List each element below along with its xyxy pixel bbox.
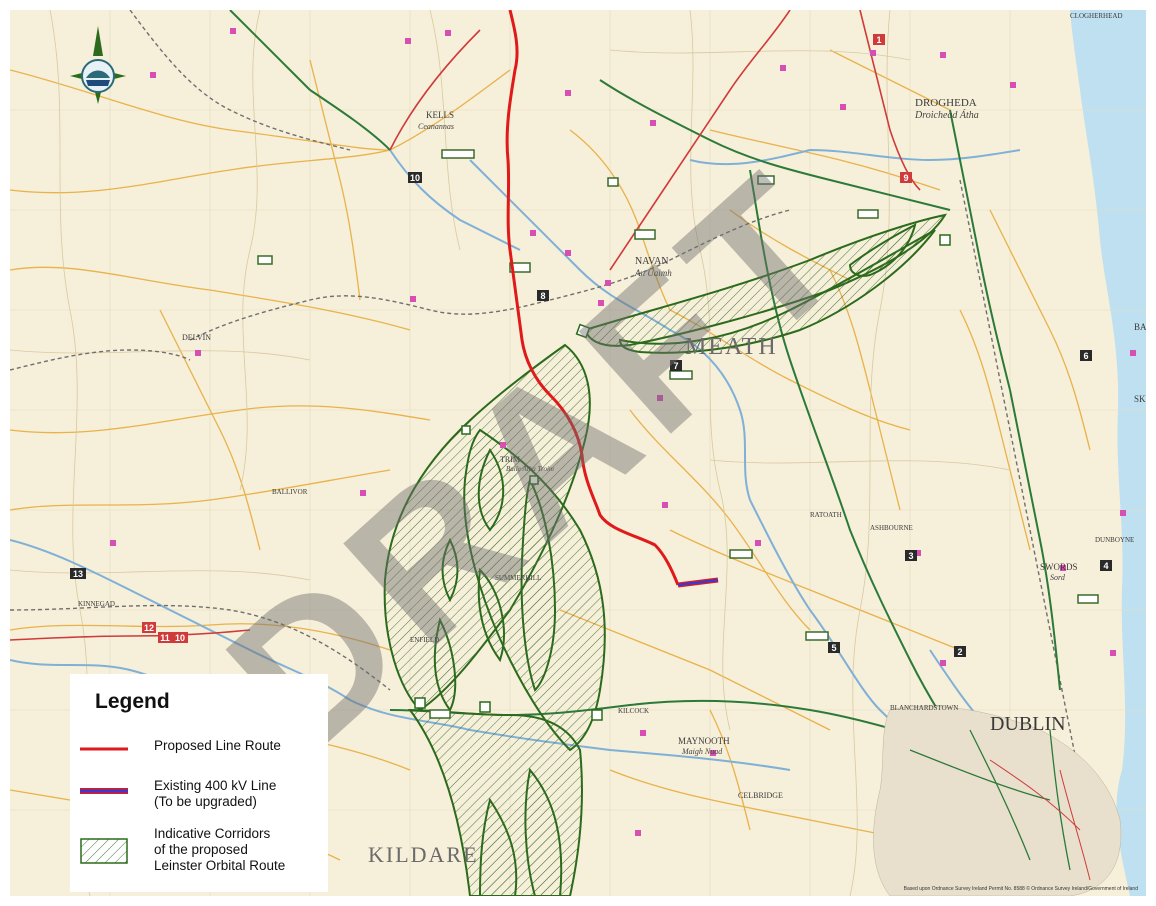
copyright-notice: Based upon Ordnance Survey Ireland Permi…: [903, 886, 1138, 892]
town-label-kilcock: KILCOCK: [618, 707, 649, 715]
legend-label-line: of the proposed: [154, 842, 248, 857]
existing-400kv-line: [677, 578, 719, 587]
town-label-kells-irish: Ceanannas: [418, 122, 454, 131]
town-label-celbridge: CELBRIDGE: [738, 791, 783, 800]
town-label-ashbourne: ASHBOURNE: [870, 524, 913, 532]
map-view[interactable]: 10 9 8 3 4 2 5 6 7 13 12 11 10 1 DROGHED…: [10, 10, 1146, 896]
town-label-swords: SWORDS: [1040, 562, 1078, 572]
substation-markers: [257, 149, 1099, 719]
town-label-navan: NAVAN: [635, 256, 669, 267]
county-label-meath: MEATH: [685, 334, 778, 360]
town-label-navan-irish: An Uaimh: [634, 268, 672, 278]
town-label-ratoath: RATOATH: [810, 511, 842, 519]
legend-label-line: Leinster Orbital Route: [154, 858, 286, 873]
dublin-urban-area: [873, 705, 1122, 896]
proposed-line-route: [505, 10, 680, 586]
town-label-dunboyne: DUNBOYNE: [1095, 536, 1134, 544]
compass-rose-icon: [70, 26, 126, 104]
legend-label-line: Existing 400 kV Line: [154, 778, 277, 793]
town-label-dublin: DUBLIN: [990, 713, 1066, 735]
route-shield-label: 12: [144, 623, 154, 633]
map-legend: Legend Proposed Line Route Existing 400 …: [70, 674, 328, 892]
route-shields: 10 9 8 3 4 2 5 6 7 13 12 11 10 1: [70, 34, 1112, 657]
corridor-leinster-orbital: [383, 213, 948, 896]
route-shield-label: 3: [908, 551, 913, 561]
town-label-trim: TRIM: [500, 455, 520, 464]
town-label-trim-irish: Baile Átha Troim: [506, 465, 554, 473]
town-label-ballivor: BALLIVOR: [272, 488, 308, 496]
legend-item-proposed-line: Proposed Line Route: [70, 738, 328, 758]
route-shield-label: 10: [175, 633, 185, 643]
town-label-kells: KELLS: [426, 110, 454, 120]
town-label-summerhill: SUMMERHILL: [495, 574, 541, 582]
legend-label-line: (To be upgraded): [154, 794, 257, 809]
route-shield-label: 4: [1103, 561, 1108, 571]
route-shield-label: 1: [876, 35, 881, 45]
town-label-drogheda-irish: Droichead Átha: [914, 109, 979, 121]
county-label-kildare: KILDARE: [368, 842, 479, 867]
corridor-nodes: [414, 234, 951, 721]
irish-sea: [1070, 10, 1146, 896]
town-label-delvin: DELVIN: [182, 333, 211, 342]
poi-markers: [110, 28, 1136, 836]
legend-title: Legend: [95, 690, 170, 713]
town-label-swords-irish: Sord: [1050, 573, 1066, 582]
town-label-maynooth-irish: Maigh Nuad: [681, 747, 723, 756]
route-shield-label: 7: [673, 361, 678, 371]
legend-label-existing-400kv: Existing 400 kV Line (To be upgraded): [154, 778, 276, 810]
town-label-maynooth: MAYNOOTH: [678, 736, 730, 746]
route-shield-label: 11: [160, 633, 170, 643]
route-shield-label: 10: [410, 173, 420, 183]
town-label-balbriggan: BAL: [1134, 322, 1146, 332]
legend-label-line: Proposed Line Route: [154, 738, 281, 753]
route-shield-label: 9: [903, 173, 908, 183]
legend-symbol-hatched-corridor: [80, 838, 128, 864]
town-label-blanchardstown: BLANCHARDSTOWN: [890, 704, 958, 712]
route-shield-label: 6: [1083, 351, 1088, 361]
legend-label-line: Indicative Corridors: [154, 826, 271, 841]
town-labels: DROGHEDA Droichead Átha KELLS Ceanannas …: [78, 12, 1146, 867]
town-label-clogherhead: CLOGHERHEAD: [1070, 12, 1123, 20]
route-shield-label: 5: [831, 643, 836, 653]
town-label-drogheda: DROGHEDA: [915, 97, 977, 109]
route-shield-label: 2: [957, 647, 962, 657]
route-shield-label: 13: [73, 569, 83, 579]
route-shield-label: 8: [540, 291, 545, 301]
legend-symbol-red-line: [80, 747, 128, 751]
legend-symbol-blue-line: [80, 788, 128, 794]
legend-label-proposed-line: Proposed Line Route: [154, 738, 281, 754]
legend-label-indicative-corridors: Indicative Corridors of the proposed Lei…: [154, 826, 285, 874]
town-label-kinnegad: KINNEGAD: [78, 600, 115, 608]
legend-item-indicative-corridors: Indicative Corridors of the proposed Lei…: [70, 826, 328, 878]
town-label-enfield: ENFIELD: [410, 636, 439, 644]
town-label-skerries: SKE: [1134, 394, 1146, 404]
legend-item-existing-400kv: Existing 400 kV Line (To be upgraded): [70, 778, 328, 814]
